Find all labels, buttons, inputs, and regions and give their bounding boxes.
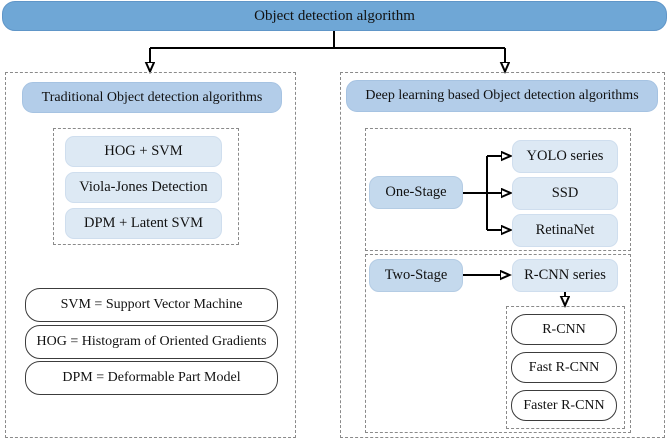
node-deep-learning-header: Deep learning based Object detection alg…	[346, 80, 658, 112]
traditional-methods-group	[53, 128, 239, 245]
rcnn-family-group	[506, 306, 625, 429]
node-rcnn-series: R-CNN series	[512, 259, 618, 292]
node-viola-jones: Viola-Jones Detection	[65, 172, 222, 203]
node-traditional-header: Traditional Object detection algorithms	[22, 82, 282, 113]
two-stage-group	[365, 254, 631, 433]
node-object-detection-algorithm: Object detection algorithm	[2, 1, 667, 31]
node-yolo-series: YOLO series	[512, 140, 618, 173]
node-faster-rcnn: Faster R-CNN	[511, 390, 617, 421]
legend-hog: HOG = Histogram of Oriented Gradients	[25, 325, 278, 359]
node-rcnn: R-CNN	[511, 314, 617, 345]
deep-learning-panel	[340, 72, 665, 438]
one-stage-group	[365, 128, 631, 251]
node-retinanet: RetinaNet	[512, 214, 618, 247]
legend-dpm: DPM = Deformable Part Model	[25, 361, 278, 395]
node-ssd: SSD	[512, 177, 618, 210]
node-one-stage: One-Stage	[369, 176, 463, 209]
traditional-panel	[5, 72, 296, 438]
node-fast-rcnn: Fast R-CNN	[511, 352, 617, 383]
node-hog-svm: HOG + SVM	[65, 136, 222, 167]
legend-svm: SVM = Support Vector Machine	[25, 288, 278, 322]
node-two-stage: Two-Stage	[369, 259, 463, 292]
node-dpm-latent-svm: DPM + Latent SVM	[65, 208, 222, 239]
